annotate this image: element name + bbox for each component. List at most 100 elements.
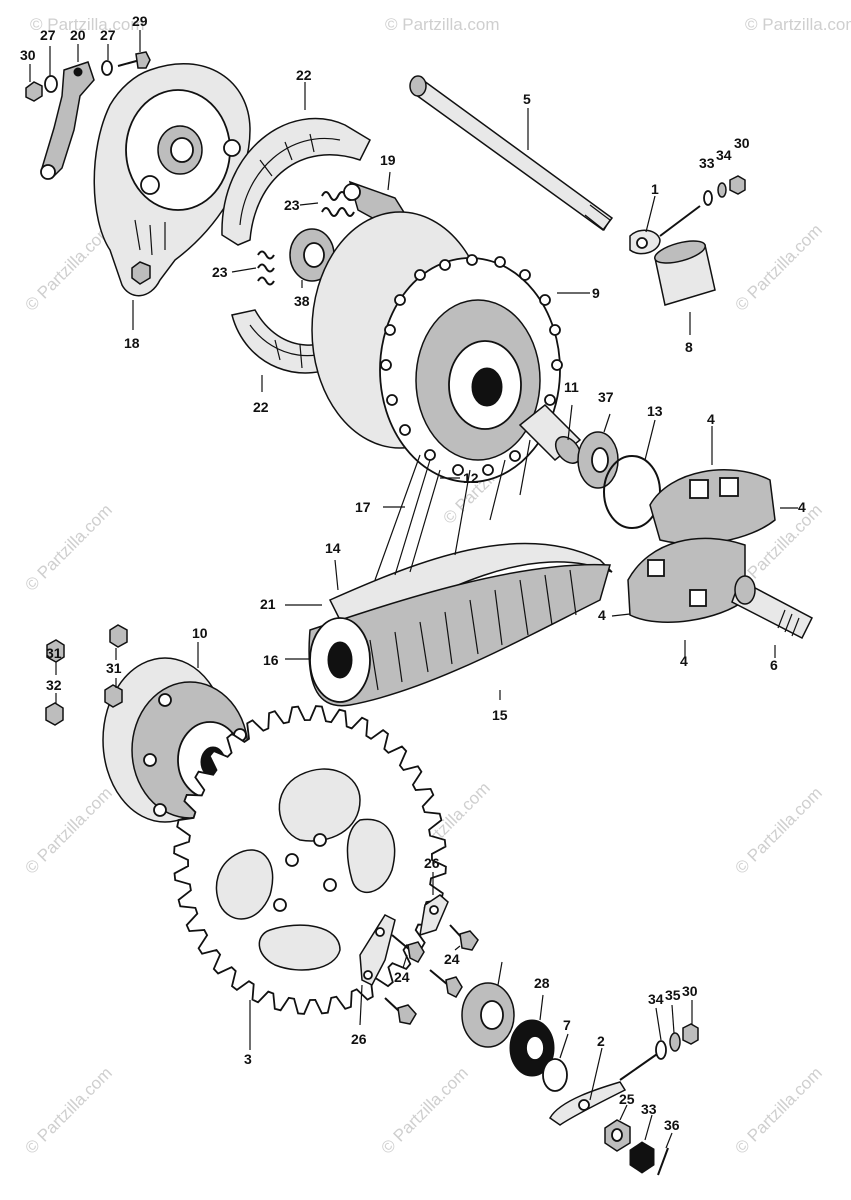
part-label[interactable]: 33 xyxy=(641,1101,657,1117)
part-label[interactable]: 37 xyxy=(598,389,614,405)
part-label[interactable]: 29 xyxy=(132,13,148,29)
part-label[interactable]: 27 xyxy=(100,27,116,43)
part-label[interactable]: 23 xyxy=(284,197,300,213)
bolt-29 xyxy=(117,51,151,69)
part-label[interactable]: 22 xyxy=(296,67,312,83)
part-label[interactable]: 38 xyxy=(294,293,310,309)
part-label[interactable]: 6 xyxy=(770,657,778,673)
lock-plate-lower xyxy=(359,914,396,987)
spokes xyxy=(374,439,531,581)
part-label[interactable]: 25 xyxy=(619,1091,635,1107)
part-label[interactable]: 32 xyxy=(46,677,62,693)
brake-panel xyxy=(93,63,251,297)
part-label[interactable]: 31 xyxy=(106,660,122,676)
bolt-24-a xyxy=(391,934,425,963)
wheel-hub xyxy=(311,211,563,483)
damper-rubber xyxy=(627,469,776,623)
bolt-24-b xyxy=(449,924,479,951)
side-collar xyxy=(542,1058,568,1092)
part-label[interactable]: 24 xyxy=(444,951,460,967)
part-label[interactable]: 34 xyxy=(648,991,664,1007)
oil-seal xyxy=(509,1019,555,1077)
chain-adjuster-left xyxy=(549,1051,661,1126)
watermark: © Partzilla.com xyxy=(745,15,851,34)
washer-33-bottom xyxy=(655,1040,667,1060)
part-label[interactable]: 35 xyxy=(665,987,681,1003)
lock-plate-upper xyxy=(419,894,449,937)
nut-31-a xyxy=(46,639,65,663)
watermark: © Partzilla.com xyxy=(731,783,825,877)
watermark: © Partzilla.com xyxy=(385,15,500,34)
part-labels: 1 2 3 4 4 4 4 5 6 7 8 9 10 11 12 13 14 1… xyxy=(20,13,806,1133)
watermark: © Partzilla.com xyxy=(21,783,115,877)
part-label[interactable]: 14 xyxy=(325,540,341,556)
castle-nut-32 xyxy=(629,1141,655,1174)
o-ring xyxy=(603,455,661,529)
part-label[interactable]: 27 xyxy=(40,27,56,43)
bearing-38 xyxy=(461,982,515,1048)
part-label[interactable]: 23 xyxy=(212,264,228,280)
part-label[interactable]: 30 xyxy=(734,135,750,151)
watermark: © Partzilla.com xyxy=(731,1063,825,1157)
part-label[interactable]: 3 xyxy=(244,1051,252,1067)
part-label[interactable]: 4 xyxy=(598,607,606,623)
spring-lower xyxy=(257,250,275,286)
final-driven-flange-shaft xyxy=(731,575,813,640)
part-label[interactable]: 30 xyxy=(682,983,698,999)
final-driven-sprocket xyxy=(173,705,447,1015)
part-label[interactable]: 33 xyxy=(699,155,715,171)
part-label[interactable]: 9 xyxy=(592,285,600,301)
part-label[interactable]: 22 xyxy=(253,399,269,415)
washer-27-right xyxy=(101,60,113,76)
part-label[interactable]: 10 xyxy=(192,625,208,641)
part-label[interactable]: 36 xyxy=(664,1117,680,1133)
part-label[interactable]: 26 xyxy=(351,1031,367,1047)
part-label[interactable]: 34 xyxy=(716,147,732,163)
part-label[interactable]: 20 xyxy=(70,27,86,43)
washer-34-top xyxy=(717,182,727,198)
part-label[interactable]: 26 xyxy=(424,855,440,871)
part-label[interactable]: 5 xyxy=(523,91,531,107)
nut-31-d xyxy=(45,702,64,726)
torque-link-arm xyxy=(40,61,95,180)
part-label[interactable]: 31 xyxy=(46,645,62,661)
nut-30-top xyxy=(729,175,746,195)
bolt-24-c xyxy=(429,969,463,998)
axle-nut-25 xyxy=(604,1119,631,1152)
part-label[interactable]: 4 xyxy=(680,653,688,669)
part-label[interactable]: 28 xyxy=(534,975,550,991)
part-label[interactable]: 19 xyxy=(380,152,396,168)
part-label[interactable]: 4 xyxy=(707,411,715,427)
watermark: © Partzilla.com xyxy=(731,220,825,314)
washer-27-left xyxy=(44,75,58,93)
part-label[interactable]: 15 xyxy=(492,707,508,723)
part-label[interactable]: 7 xyxy=(563,1017,571,1033)
rim-and-tire xyxy=(308,542,613,707)
part-label[interactable]: 24 xyxy=(394,969,410,985)
washer-34-bottom xyxy=(669,1032,681,1052)
bearing-36 xyxy=(577,431,619,489)
part-label[interactable]: 30 xyxy=(20,47,36,63)
part-label[interactable]: 21 xyxy=(260,596,276,612)
bolt-24-d xyxy=(384,997,417,1025)
leader-lines xyxy=(29,30,798,1149)
part-label[interactable]: 4 xyxy=(798,499,806,515)
part-label[interactable]: 13 xyxy=(647,403,663,419)
axle xyxy=(409,75,614,232)
part-label[interactable]: 17 xyxy=(355,499,371,515)
brake-shoe-upper xyxy=(221,117,371,246)
distance-collar xyxy=(518,403,582,464)
part-label[interactable]: 1 xyxy=(651,181,659,197)
part-label[interactable]: 8 xyxy=(685,339,693,355)
washer-33-top xyxy=(703,190,713,206)
watermark: © Partzilla.com xyxy=(377,1063,471,1157)
part-label[interactable]: 11 xyxy=(564,379,579,395)
part-label[interactable]: 2 xyxy=(597,1033,605,1049)
driven-flange xyxy=(102,657,249,823)
nut-30-bottom xyxy=(682,1023,699,1045)
spacer-collar xyxy=(654,240,716,306)
part-label[interactable]: 18 xyxy=(124,335,140,351)
part-label[interactable]: 16 xyxy=(263,652,279,668)
part-label[interactable]: 12 xyxy=(463,470,479,486)
